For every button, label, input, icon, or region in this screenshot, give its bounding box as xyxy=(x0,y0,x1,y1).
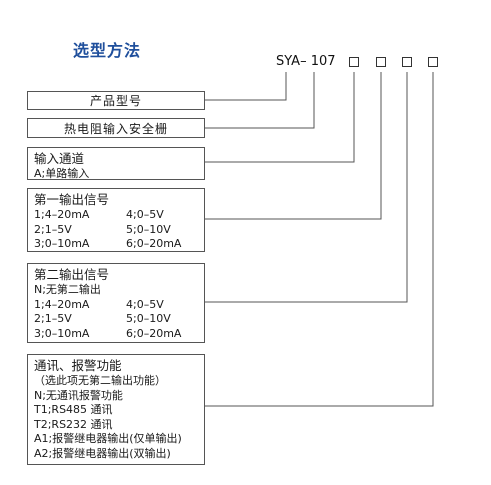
comm-alarm-option: N;无通讯报警功能 xyxy=(34,388,123,402)
product-model-label: 产品型号 xyxy=(89,94,142,108)
input-channel-box: 输入通道 A;单路输入 xyxy=(27,147,205,180)
comm-alarm-option: A2;报警继电器输出(双输出) xyxy=(34,446,171,460)
output2-row: 1;4–20mA 4;0–5V xyxy=(34,298,198,313)
output2-title: 第二输出信号 xyxy=(34,267,110,282)
comm-alarm-note: （选此项无第二输出功能） xyxy=(34,374,166,387)
output1-option: 2;1–5V xyxy=(34,222,72,236)
output1-option: 3;0–10mA xyxy=(34,237,90,250)
safety-barrier-label: 热电阻输入安全栅 xyxy=(63,121,168,136)
output2-row: 3;0–10mA 6;0–20mA xyxy=(34,327,198,342)
page-title: 选型方法 xyxy=(73,41,142,60)
connector-output1 xyxy=(205,72,382,220)
output1-row: 3;0–10mA 6;0–20mA xyxy=(34,237,198,252)
code-slot-4 xyxy=(428,57,438,67)
output1-title: 第一输出信号 xyxy=(34,192,110,207)
connector-comm-alarm xyxy=(205,72,434,407)
input-channel-option: A;单路输入 xyxy=(34,167,90,180)
code-slot-3 xyxy=(402,57,412,67)
code-slot-1 xyxy=(349,57,359,67)
output2-row: 2;1–5V 5;0–10V xyxy=(34,312,198,327)
output2-option: 2;1–5V xyxy=(34,312,72,325)
output1-option: 6;0–20mA xyxy=(126,237,182,250)
output2-option: 4;0–5V xyxy=(126,297,164,311)
connector-safety-barrier xyxy=(205,72,315,129)
output1-box: 第一输出信号 1;4–20mA 4;0–5V 2;1–5V 5;0–10V 3;… xyxy=(27,188,205,252)
output1-option: 1;4–20mA xyxy=(34,208,90,221)
model-code-prefix: SYA– 107 xyxy=(276,54,336,69)
connector-output2 xyxy=(205,72,408,303)
output2-box: 第二输出信号 N;无第二输出 1;4–20mA 4;0–5V 2;1–5V 5;… xyxy=(27,263,205,343)
output1-option: 5;0–10V xyxy=(126,222,171,236)
output1-row: 1;4–20mA 4;0–5V xyxy=(34,208,198,223)
output2-option: 3;0–10mA xyxy=(34,326,90,340)
connector-input-channel xyxy=(205,72,355,163)
comm-alarm-box: 通讯、报警功能 （选此项无第二输出功能） N;无通讯报警功能 T1;RS485 … xyxy=(27,354,205,465)
comm-alarm-title: 通讯、报警功能 xyxy=(34,358,122,373)
output1-row: 2;1–5V 5;0–10V xyxy=(34,223,198,238)
output1-option: 4;0–5V xyxy=(126,208,164,221)
comm-alarm-option: T2;RS232 通讯 xyxy=(34,417,113,431)
output2-none-option: N;无第二输出 xyxy=(34,283,101,296)
safety-barrier-box: 热电阻输入安全栅 xyxy=(27,118,205,138)
connector-product-model xyxy=(205,72,287,101)
product-model-box: 产品型号 xyxy=(27,91,205,110)
comm-alarm-option: A1;报警继电器输出(仅单输出) xyxy=(34,432,182,445)
output2-option: 1;4–20mA xyxy=(34,297,90,311)
comm-alarm-option: T1;RS485 通讯 xyxy=(34,403,113,416)
code-slot-2 xyxy=(376,57,386,67)
output2-option: 5;0–10V xyxy=(126,312,171,325)
output2-option: 6;0–20mA xyxy=(126,326,182,340)
input-channel-title: 输入通道 xyxy=(34,151,85,166)
